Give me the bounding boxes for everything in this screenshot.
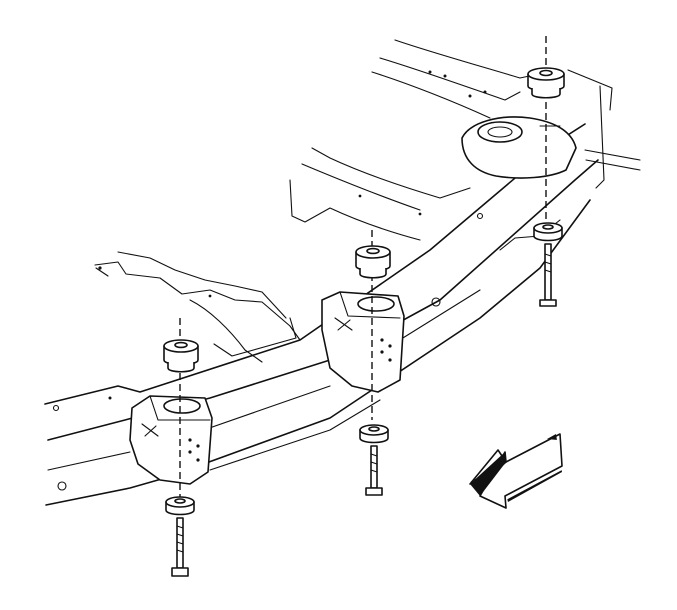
center-lower-cushion bbox=[359, 424, 389, 444]
center-mount-bracket bbox=[321, 291, 405, 393]
rear-lower-cushion bbox=[533, 222, 563, 242]
front-upper-cushion bbox=[163, 339, 199, 373]
rear-mount-bracket bbox=[461, 116, 577, 179]
front-mount-bolt bbox=[171, 517, 189, 577]
floor-pan-front bbox=[94, 251, 301, 363]
rear-upper-cushion bbox=[527, 67, 565, 99]
rear-mount-bolt bbox=[539, 243, 557, 307]
direction-arrow bbox=[469, 433, 563, 509]
floor-pan-center bbox=[289, 147, 471, 241]
center-upper-cushion bbox=[355, 245, 391, 279]
front-lower-cushion bbox=[165, 496, 195, 516]
front-mount-bracket bbox=[129, 395, 213, 485]
floor-pan-rear bbox=[371, 39, 641, 189]
center-mount-bolt bbox=[365, 445, 383, 496]
